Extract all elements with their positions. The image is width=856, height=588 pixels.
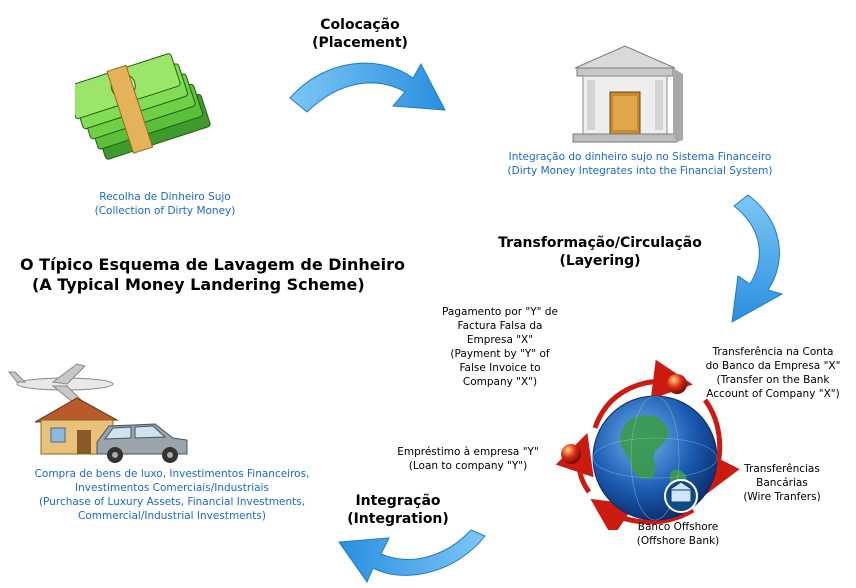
arrow-integration <box>338 529 486 584</box>
diagram-title-line1: O Típico Esquema de Lavagem de Dinheiro <box>20 255 406 274</box>
diagram-title: O Típico Esquema de Lavagem de Dinheiro … <box>20 255 460 295</box>
arrow-placement <box>289 62 446 113</box>
cycle-transfer-account-label: Transferência na Conta do Banco da Empre… <box>705 346 841 400</box>
bank-building-icon <box>572 45 683 143</box>
node-luxury-label: Compra de bens de luxo, Investimentos Fi… <box>34 468 310 522</box>
arrow-layering <box>731 194 784 323</box>
globe-icon <box>592 395 718 521</box>
cycle-offshore-label: Banco Offshore (Offshore Bank) <box>636 521 720 547</box>
node-financial-system-label: Integração do dinheiro sujo no Sistema F… <box>507 151 773 177</box>
money-stack-icon: $ <box>75 53 211 160</box>
node-collection-label: Recolha de Dinheiro Sujo (Collection of … <box>94 191 236 217</box>
diagram-title-line2: (A Typical Money Landering Scheme) <box>32 275 365 294</box>
stage-placement-label: Colocação (Placement) <box>312 17 408 51</box>
cycle-loan-label: Empréstimo à empresa "Y" (Loan to compan… <box>397 446 539 472</box>
stage-layering-label: Transformação/Circulação (Layering) <box>498 235 702 269</box>
globe-cycle <box>555 360 740 530</box>
stage-integration-label: Integração (Integration) <box>347 493 449 527</box>
cycle-wire-label: Transferências Bancárias (Wire Tranfers) <box>743 463 821 503</box>
house-car-plane-icon <box>7 363 188 463</box>
cycle-payment-label: Pagamento por "Y" de Factura Falsa da Em… <box>442 306 558 388</box>
